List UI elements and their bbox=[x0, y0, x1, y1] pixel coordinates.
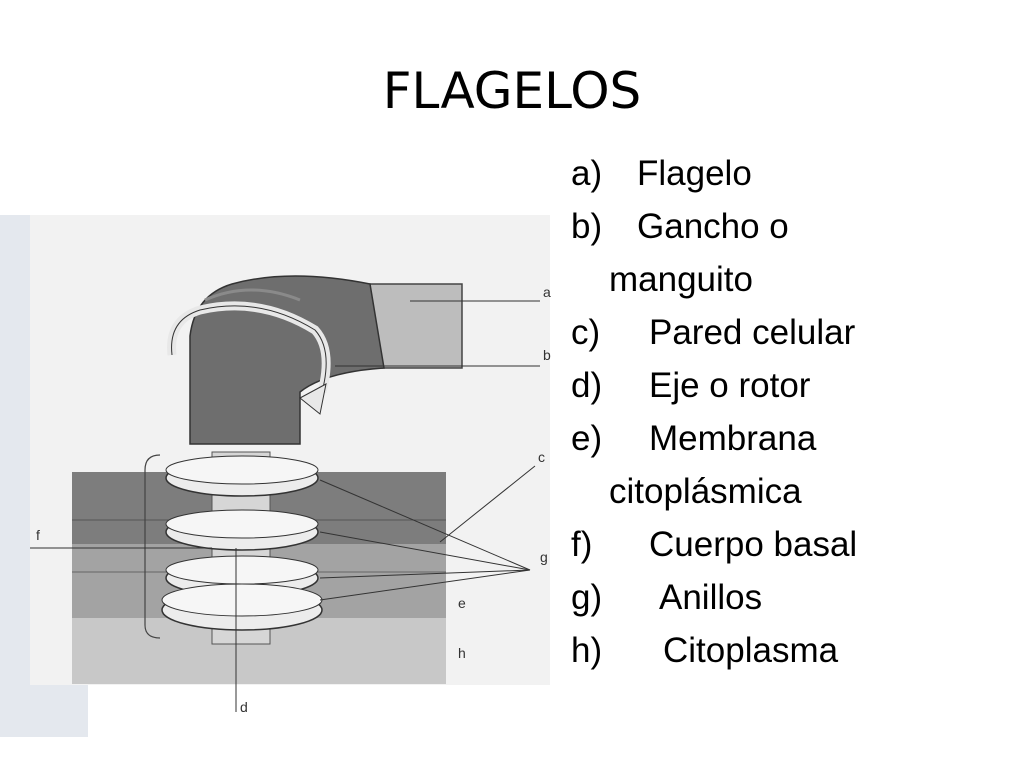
legend-list: a) Flagelo b) Gancho o manguito c) Pared… bbox=[571, 147, 1011, 677]
flagellum-filament bbox=[369, 283, 463, 369]
label-b: b bbox=[543, 347, 551, 363]
legend-text: Cuerpo basal bbox=[649, 525, 858, 564]
legend-letter: d) bbox=[571, 366, 603, 405]
legend-item-a: a) Flagelo bbox=[571, 147, 1011, 200]
legend-text: Anillos bbox=[659, 578, 763, 617]
legend-letter: e) bbox=[571, 419, 603, 458]
legend-item-g: g) Anillos bbox=[571, 571, 1011, 624]
legend-letter: c) bbox=[571, 313, 601, 352]
flagellum-diagram: a b c g e h f d bbox=[0, 215, 551, 737]
label-e: e bbox=[458, 595, 466, 611]
legend-letter: a) bbox=[571, 154, 603, 193]
legend-text-continuation: citoplásmica bbox=[609, 472, 802, 511]
label-c: c bbox=[538, 449, 545, 465]
leader-lines bbox=[30, 300, 540, 712]
label-d: d bbox=[240, 699, 248, 715]
legend-text: Membrana bbox=[649, 419, 817, 458]
legend-text: Gancho o bbox=[637, 207, 789, 246]
legend-text-continuation: manguito bbox=[609, 260, 753, 299]
legend-text: Pared celular bbox=[649, 313, 856, 352]
legend-letter: h) bbox=[571, 631, 603, 670]
legend-item-f: f) Cuerpo basal bbox=[571, 518, 1011, 571]
label-h: h bbox=[458, 645, 466, 661]
legend-text: Flagelo bbox=[637, 154, 752, 193]
legend-letter: b) bbox=[571, 207, 603, 246]
slide-title: FLAGELOS bbox=[382, 62, 642, 120]
legend-item-d: d) Eje o rotor bbox=[571, 359, 1011, 412]
legend-item-b: b) Gancho o manguito bbox=[571, 200, 1011, 306]
legend-text: Citoplasma bbox=[663, 631, 839, 670]
legend-item-e: e) Membrana citoplásmica bbox=[571, 412, 1011, 518]
label-g: g bbox=[540, 549, 548, 565]
legend-text: Eje o rotor bbox=[649, 366, 811, 405]
label-a: a bbox=[543, 284, 551, 300]
label-f: f bbox=[36, 527, 40, 543]
legend-letter: g) bbox=[571, 578, 603, 617]
legend-item-c: c) Pared celular bbox=[571, 306, 1011, 359]
legend-item-h: h) Citoplasma bbox=[571, 624, 1011, 677]
legend-letter: f) bbox=[571, 525, 593, 564]
